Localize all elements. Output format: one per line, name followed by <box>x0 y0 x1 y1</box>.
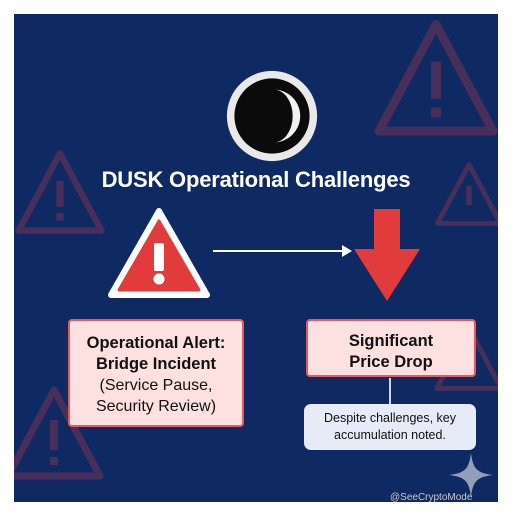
alert-card-title-line1: Operational Alert: <box>86 334 226 352</box>
crescent-moon-logo <box>226 70 318 162</box>
connector-line <box>389 378 391 404</box>
page-title: DUSK Operational Challenges <box>101 167 411 192</box>
watermark: @SeeCryptoMode <box>390 492 473 503</box>
arrow-head <box>342 245 352 257</box>
price-drop-card: Significant Price Drop <box>306 319 476 377</box>
background-warning-icon <box>435 162 498 226</box>
price-card-title-line1: Significant <box>348 332 434 350</box>
infographic-canvas: DUSK Operational Challenges Operational … <box>14 14 498 502</box>
arrow-right-icon <box>213 250 345 252</box>
alert-card-sub-line2: Security Review) <box>95 398 217 415</box>
alert-card-sub-line1: (Service Pause, <box>99 377 213 394</box>
background-warning-icon <box>374 20 498 136</box>
background-warning-icon <box>14 386 104 480</box>
accumulation-note: Despite challenges, key accumulation not… <box>304 404 476 450</box>
sparkle-icon <box>449 453 493 497</box>
arrow-down-icon <box>354 209 420 301</box>
price-card-title-line2: Price Drop <box>349 353 433 371</box>
operational-alert-card: Operational Alert: Bridge Incident (Serv… <box>68 319 244 427</box>
note-line2: accumulation noted. <box>334 428 446 442</box>
background-warning-icon <box>15 150 105 234</box>
warning-triangle-icon <box>108 208 210 298</box>
note-line1: Despite challenges, key <box>323 411 457 425</box>
alert-card-title-line2: Bridge Incident <box>95 355 217 373</box>
